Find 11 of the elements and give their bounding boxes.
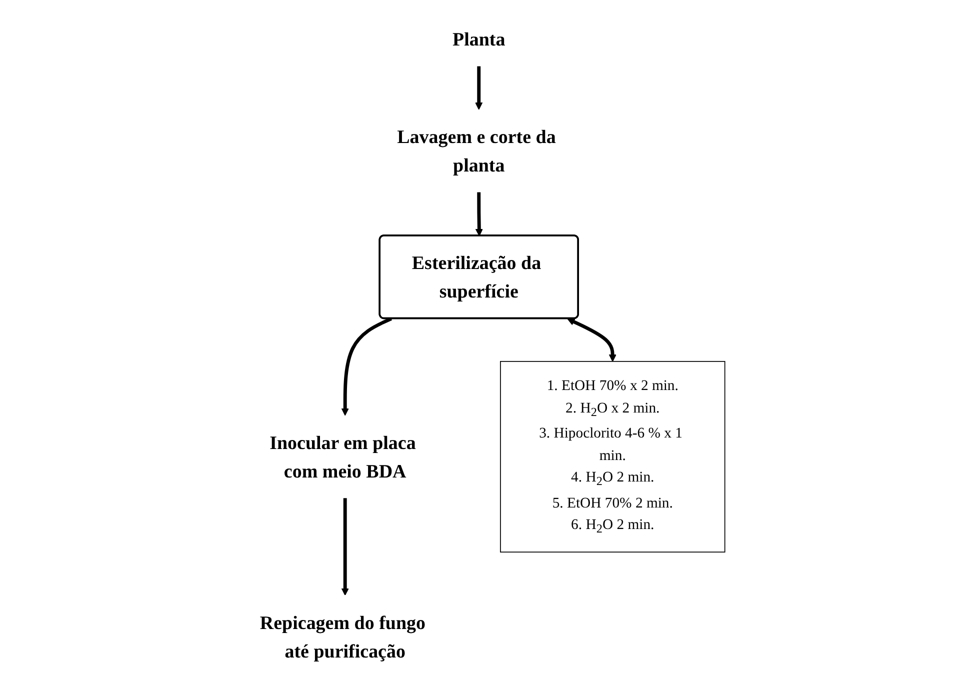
arrow	[476, 192, 484, 236]
arrow	[341, 316, 392, 416]
node-box	[500, 360, 726, 552]
node-text: Lavagem e corte da planta	[397, 125, 556, 176]
arrow	[341, 498, 350, 596]
flowchart: Planta Lavagem e corte da planta Esterilização da superfície Inocular em placa com meio BDA Repicagem do fungo até purificação 1. EtOH 70% x 2 min. 2. H$_{2}$O x 2 min. 3. Hipoclorito 4-6 % x 1 min. 4. H$_{2}$O 2 min. 5. EtOH 70% 2 min. 6. H$_{2}$O 2 min.	[226, 4, 732, 684]
node-text: Planta	[452, 28, 506, 50]
arrow	[567, 318, 617, 362]
node-text: Inocular em placa com meio BDA	[270, 431, 416, 482]
arrow	[475, 66, 483, 110]
node-text: Repicagem do fungo até purificação	[260, 611, 426, 662]
